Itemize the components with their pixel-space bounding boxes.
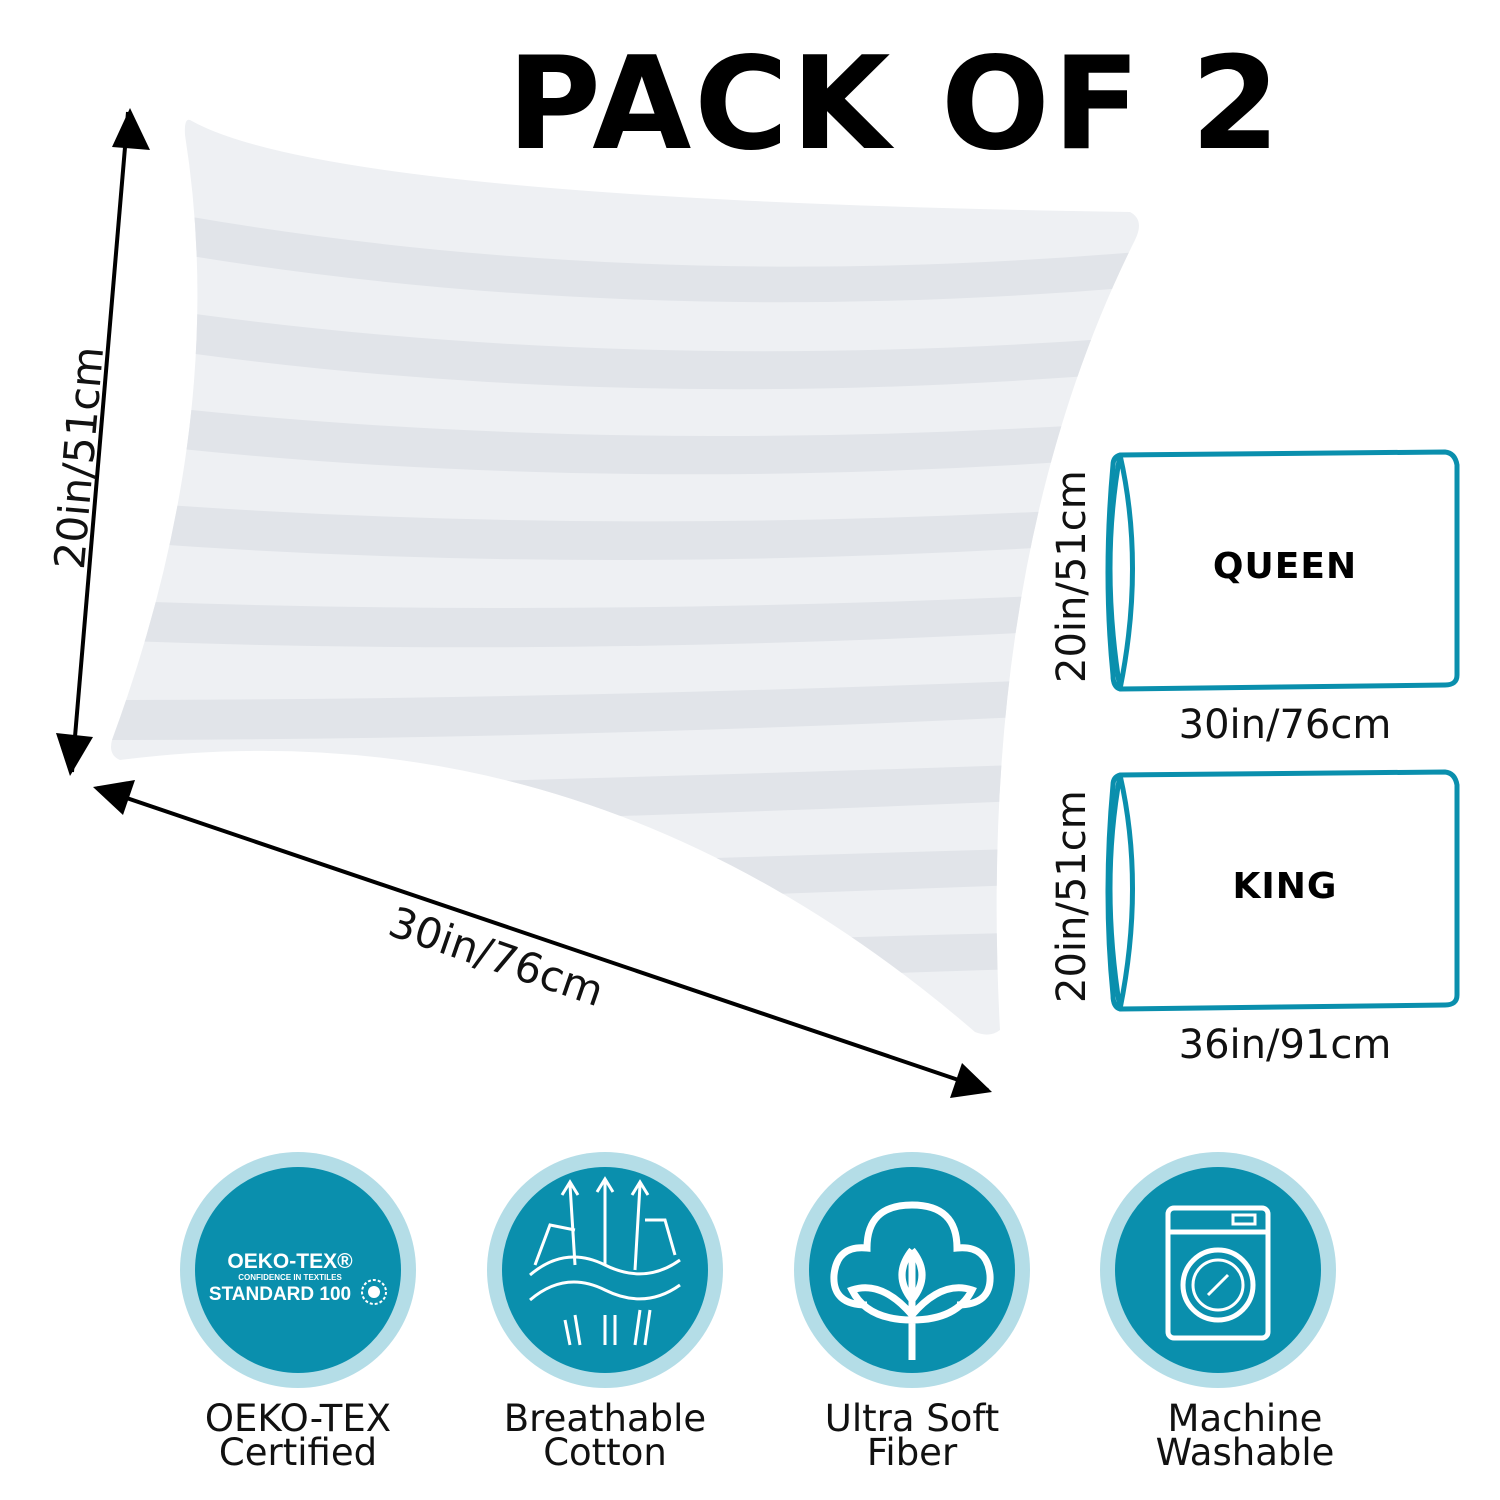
width-dimension-arrow xyxy=(96,786,989,1092)
arrow-head-icon xyxy=(950,1063,992,1098)
washing-machine-icon xyxy=(1100,1152,1336,1388)
svg-text:CONFIDENCE IN TEXTILES: CONFIDENCE IN TEXTILES xyxy=(238,1273,342,1282)
pillow-outline-icon xyxy=(1105,449,1460,692)
pillow-illustration xyxy=(56,108,1139,1098)
breathable-layers-icon xyxy=(487,1152,723,1388)
arrow-head-icon xyxy=(93,780,135,815)
size-name: QUEEN xyxy=(1212,546,1358,587)
pillow-body xyxy=(111,119,1139,1035)
svg-text:OEKO-TEX®: OEKO-TEX® xyxy=(227,1250,353,1273)
size-width-label: 30in/76cm xyxy=(1178,702,1392,748)
oeko-tex-logo: OEKO-TEX® CONFIDENCE IN TEXTILES STANDAR… xyxy=(180,1152,416,1388)
page-title: PACK OF 2 xyxy=(507,30,1283,179)
arrow-head-icon xyxy=(112,108,150,150)
arrow-head-icon xyxy=(56,733,93,776)
size-height-label: 20in/51cm xyxy=(1049,470,1095,683)
size-width-label: 36in/91cm xyxy=(1178,1022,1392,1068)
svg-text:STANDARD 100: STANDARD 100 xyxy=(209,1284,351,1305)
cotton-flower-icon xyxy=(794,1152,1030,1388)
height-dimension-arrow xyxy=(70,111,130,773)
size-name: KING xyxy=(1232,866,1338,907)
feature-badges: OEKO-TEX® CONFIDENCE IN TEXTILES STANDAR… xyxy=(180,1152,1336,1388)
pillow-outline-icon xyxy=(1105,769,1460,1012)
size-height-label: 20in/51cm xyxy=(1049,790,1095,1003)
